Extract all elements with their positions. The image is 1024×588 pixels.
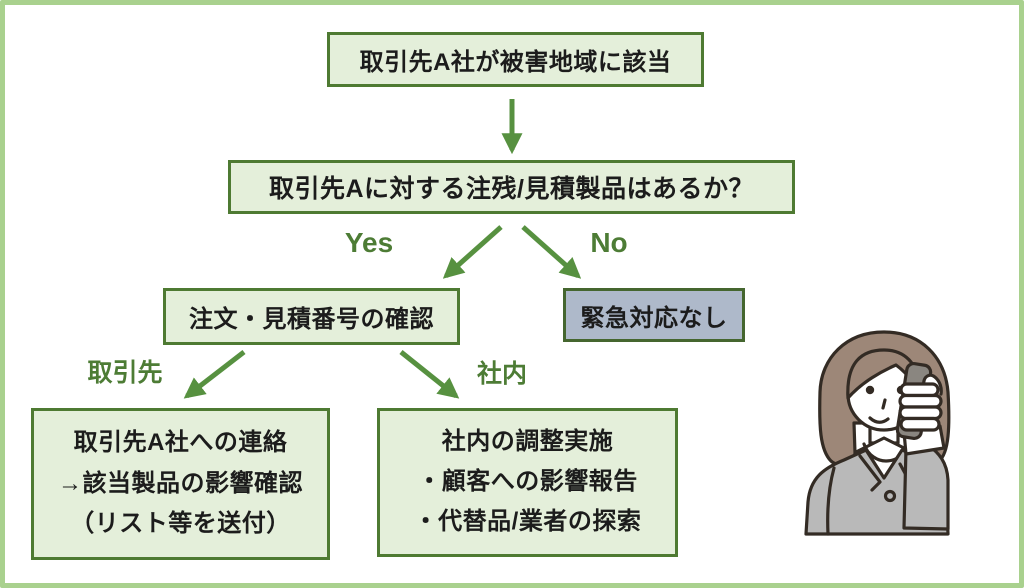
left-eye xyxy=(865,385,875,395)
arrow-internal xyxy=(399,350,460,399)
node-question: 取引先Aに対する注残/見積製品はあるか？ xyxy=(228,160,795,214)
node-confirm: 注文・見積番号の確認 xyxy=(163,288,460,345)
branch-label-partner: 取引先 xyxy=(87,359,163,387)
mouth xyxy=(868,416,890,424)
arrow-no xyxy=(521,225,582,279)
node-partner-line-1: 取引先A社への連絡 xyxy=(73,428,288,456)
arrow-partner xyxy=(183,350,246,399)
node-start: 取引先A社が被害地域に該当 xyxy=(327,32,704,87)
node-partner-line-3: （リスト等を送付） xyxy=(70,510,291,538)
arrow-yes xyxy=(442,225,503,279)
branch-label-no: No xyxy=(590,227,628,258)
finger-1 xyxy=(899,382,940,398)
woman-on-phone-illustration xyxy=(804,330,951,536)
nose xyxy=(881,398,887,410)
branch-label-internal: 社内 xyxy=(476,360,527,388)
node-partner-line-2: →該当製品の影響確認 xyxy=(58,469,303,497)
finger-3 xyxy=(898,405,943,421)
finger-4 xyxy=(899,416,941,432)
node-partner-actions: 取引先A社への連絡 →該当製品の影響確認 （リスト等を送付） xyxy=(31,408,330,560)
right-arm-sleeve xyxy=(902,443,950,531)
finger-2 xyxy=(898,393,943,409)
left-sleeve-line xyxy=(826,466,836,536)
node-internal-line-1: 社内の調整実施 xyxy=(441,428,614,456)
node-internal-actions: 社内の調整実施 ・顧客への影響報告 ・代替品/業者の探索 xyxy=(377,408,678,557)
node-internal-line-3: ・代替品/業者の探索 xyxy=(413,508,642,536)
jacket-button xyxy=(883,489,897,503)
left-lapel-line xyxy=(858,454,882,492)
node-no-action: 緊急対応なし xyxy=(563,288,745,342)
node-internal-line-2: ・顧客への影響報告 xyxy=(417,468,638,496)
branch-label-yes: Yes xyxy=(344,227,394,258)
